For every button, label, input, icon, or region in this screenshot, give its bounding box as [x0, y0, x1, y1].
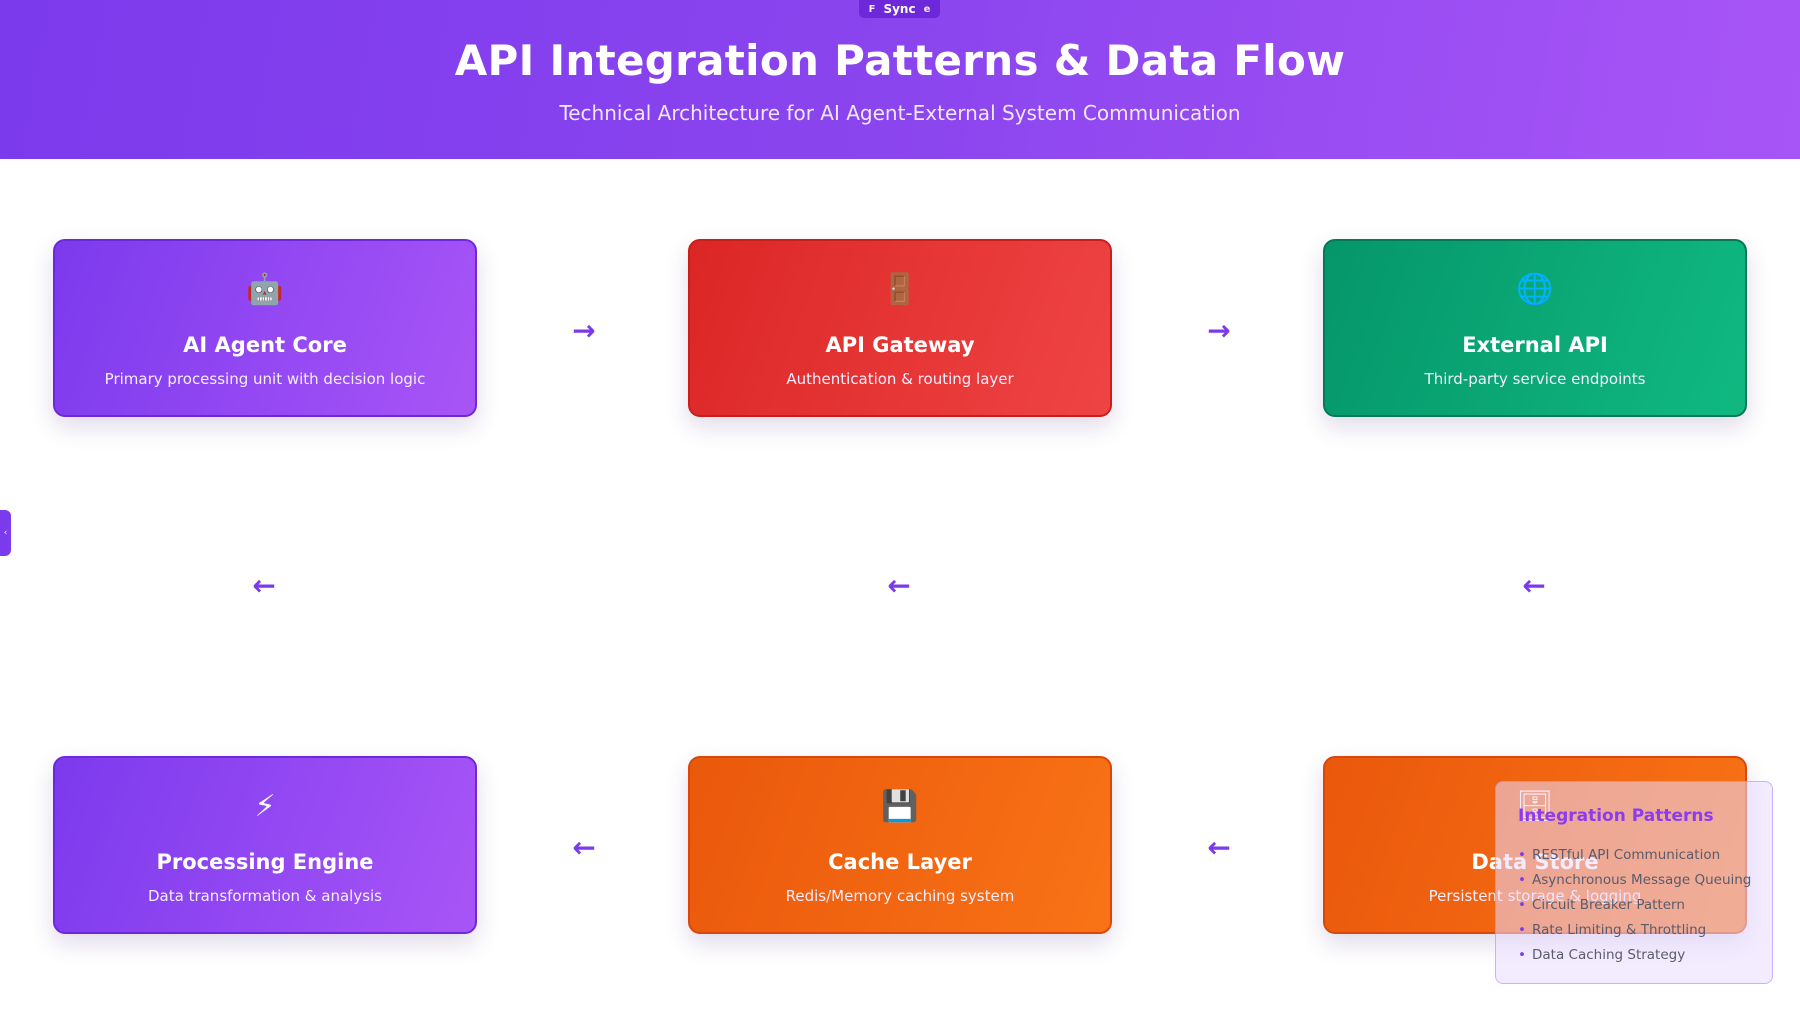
pattern-label: Circuit Breaker Pattern: [1532, 897, 1685, 913]
node-description: Primary processing unit with decision lo…: [104, 370, 426, 388]
arrow-left-icon: ←: [1522, 569, 1546, 602]
bullet-icon: •: [1518, 872, 1526, 888]
door-icon: 🚪: [881, 272, 919, 307]
robot-icon: 🤖: [246, 272, 284, 307]
arrow-right-icon: →: [572, 314, 596, 347]
floppy-disk-icon: 💾: [881, 789, 919, 824]
list-item: • Data Caching Strategy: [1518, 943, 1751, 968]
patterns-list: • RESTful API Communication • Asynchronous…: [1518, 843, 1751, 968]
arrow-right-icon: →: [1207, 314, 1231, 347]
bullet-icon: •: [1518, 922, 1526, 938]
arrow-left-icon: ←: [887, 569, 911, 602]
page-subtitle: Technical Architecture for AI Agent-Exte…: [559, 101, 1241, 125]
sync-tab-right-glyph: е: [923, 3, 931, 15]
sync-tab-left-glyph: F: [868, 3, 876, 15]
pattern-label: Rate Limiting & Throttling: [1532, 922, 1707, 938]
side-tab-glyph: ‹: [3, 528, 8, 538]
node-processing-engine[interactable]: ⚡ Processing Engine Data transformation …: [53, 756, 477, 934]
arrow-left-icon: ←: [1207, 831, 1231, 864]
node-title: Processing Engine: [156, 850, 374, 874]
node-title: Cache Layer: [828, 850, 972, 874]
bullet-icon: •: [1518, 897, 1526, 913]
patterns-title: Integration Patterns: [1518, 806, 1714, 826]
bullet-icon: •: [1518, 847, 1526, 863]
node-description: Third-party service endpoints: [1424, 370, 1646, 388]
globe-icon: 🌐: [1516, 272, 1554, 307]
list-item: • RESTful API Communication: [1518, 843, 1751, 868]
side-panel-toggle[interactable]: ‹: [0, 510, 11, 556]
lightning-icon: ⚡: [254, 789, 276, 824]
bullet-icon: •: [1518, 947, 1526, 963]
pattern-label: Asynchronous Message Queuing: [1532, 872, 1752, 888]
list-item: • Asynchronous Message Queuing: [1518, 868, 1751, 893]
list-item: • Circuit Breaker Pattern: [1518, 893, 1751, 918]
node-api-gateway[interactable]: 🚪 API Gateway Authentication & routing l…: [688, 239, 1112, 417]
node-description: Authentication & routing layer: [786, 370, 1014, 388]
node-ai-agent-core[interactable]: 🤖 AI Agent Core Primary processing unit …: [53, 239, 477, 417]
node-description: Data transformation & analysis: [147, 887, 382, 905]
node-external-api[interactable]: 🌐 External API Third-party service endpo…: [1323, 239, 1747, 417]
node-title: API Gateway: [825, 333, 975, 357]
page-title: API Integration Patterns & Data Flow: [454, 36, 1346, 85]
list-item: • Rate Limiting & Throttling: [1518, 918, 1751, 943]
integration-patterns-panel: Integration Patterns • RESTful API Commun…: [1495, 781, 1773, 984]
node-cache-layer[interactable]: 💾 Cache Layer Redis/Memory caching syste…: [688, 756, 1112, 934]
node-title: AI Agent Core: [183, 333, 347, 357]
sync-tab-label: Sync: [883, 2, 916, 16]
arrow-left-icon: ←: [252, 569, 276, 602]
pattern-label: Data Caching Strategy: [1532, 947, 1686, 963]
node-description: Redis/Memory caching system: [785, 887, 1015, 905]
arrow-left-icon: ←: [572, 831, 596, 864]
node-title: External API: [1462, 333, 1608, 357]
pattern-label: RESTful API Communication: [1532, 847, 1721, 863]
header-banner: F Sync е API Integration Patterns & Data…: [0, 0, 1800, 159]
sync-tab[interactable]: F Sync е: [859, 0, 940, 18]
